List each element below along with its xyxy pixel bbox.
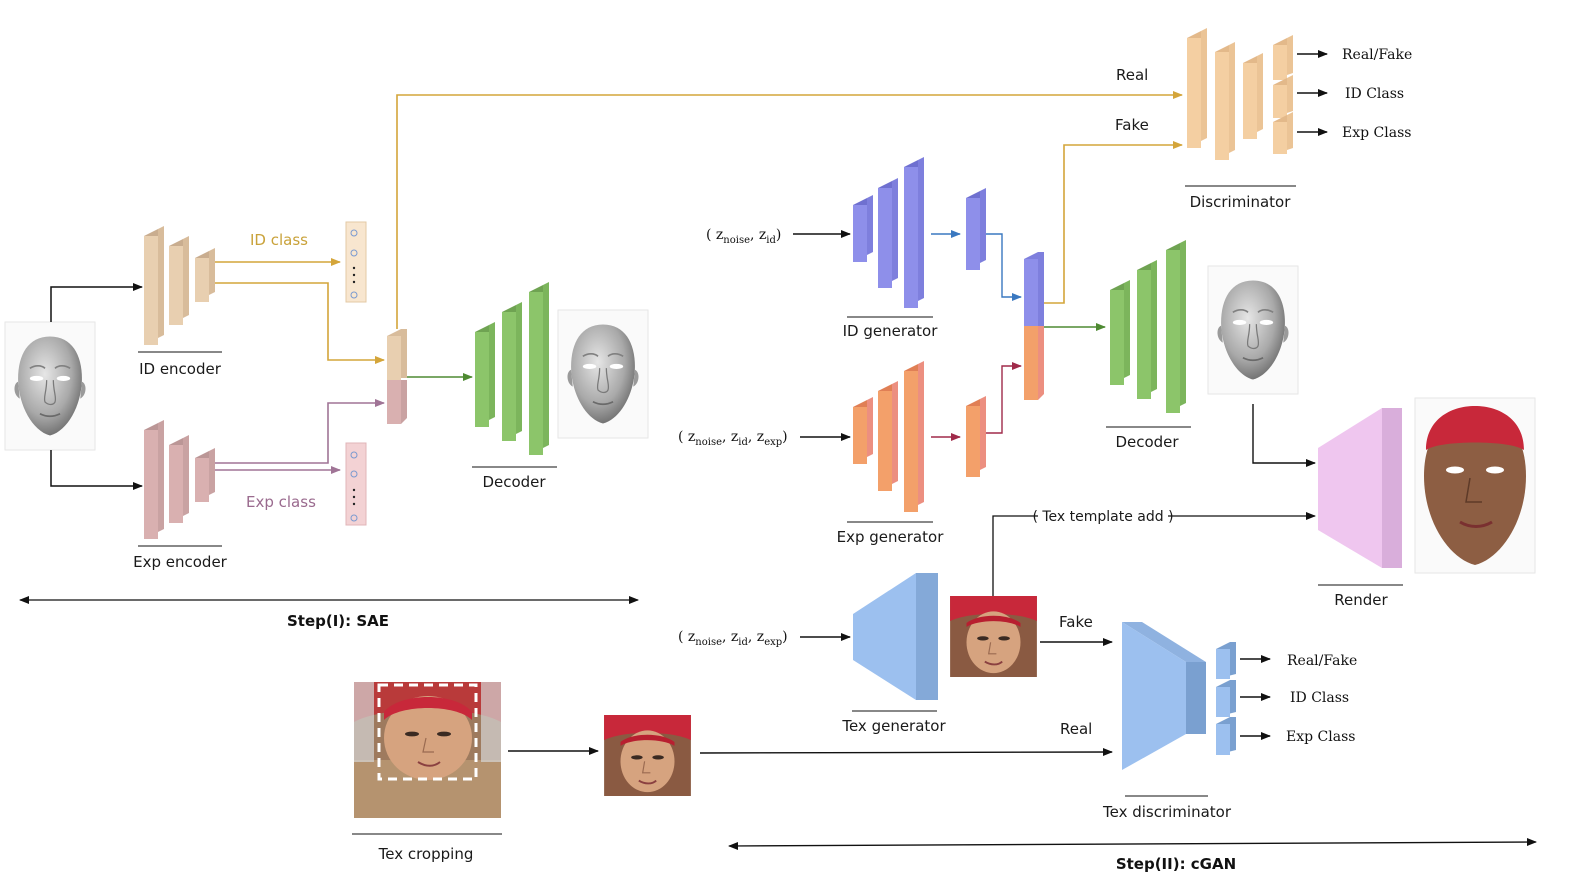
tex-cropping-label: Tex cropping <box>378 845 474 863</box>
exp-generator-block <box>853 361 924 512</box>
zexp-latent-block <box>966 396 986 477</box>
tex-template-add-label: ( Tex template add ) <box>1032 509 1173 525</box>
input-branch-arrows <box>50 283 143 490</box>
cgan-latent-block <box>1024 252 1044 400</box>
tex-generator-block <box>853 573 938 700</box>
id-encoder-label: ID encoder <box>139 360 222 378</box>
zid-to-concat-arrow <box>986 233 1022 301</box>
disc-out-exp: Exp Class <box>1342 125 1411 141</box>
exp-encoder-block <box>144 420 215 539</box>
fake-tex-label: Fake <box>1059 613 1093 631</box>
id-encoder-block <box>144 226 215 345</box>
id-generator-block <box>853 157 924 308</box>
disc-out-id: ID Class <box>1345 86 1404 102</box>
input-face-image <box>4 321 96 451</box>
sae-latent-block <box>387 329 407 424</box>
disc-out-realfake: Real/Fake <box>1342 47 1412 63</box>
discriminator-block <box>1187 28 1293 160</box>
discriminator-label: Discriminator <box>1190 193 1292 211</box>
render-block <box>1318 408 1402 568</box>
id-gen-input-label: ( znoise, zid) <box>706 227 781 246</box>
step1-label: Step(I): SAE <box>287 612 389 630</box>
zexp-to-concat-arrow <box>986 362 1022 434</box>
face-to-render-arrow <box>1252 404 1316 467</box>
tex-disc-output-blocks <box>1216 642 1236 755</box>
step2-label: Step(II): cGAN <box>1116 855 1236 873</box>
exp-generator-label: Exp generator <box>837 528 945 546</box>
exp-encoder-label: Exp encoder <box>133 553 228 571</box>
id-class-label: ID class <box>250 231 308 249</box>
reconstructed-face-image <box>557 309 649 439</box>
generated-texture-image <box>950 596 1037 677</box>
zid-latent-block <box>966 188 986 270</box>
left-decoder-label: Decoder <box>482 473 546 491</box>
tex-gen-input-label: ( znoise, zid, zexp) <box>678 629 788 648</box>
real-tex-arrow <box>699 748 1113 757</box>
id-generator-label: ID generator <box>843 322 939 340</box>
right-decoder-block <box>1110 240 1186 413</box>
encoder-output-arrows <box>215 258 385 474</box>
tex-disc-output-arrows <box>1240 655 1271 740</box>
real-tex-label: Real <box>1060 720 1092 738</box>
id-class-vector <box>345 221 367 303</box>
tex-template-line <box>992 515 1038 596</box>
left-decoder-block <box>475 282 549 455</box>
real-path-arrow <box>396 91 1183 329</box>
render-label: Render <box>1334 591 1388 609</box>
cropped-texture-image <box>604 715 691 796</box>
discriminator-output-arrows <box>1297 50 1328 136</box>
right-decoder-label: Decoder <box>1115 433 1179 451</box>
generated-face-image <box>1207 265 1299 395</box>
exp-class-label: Exp class <box>246 493 316 511</box>
tex-out-id: ID Class <box>1290 690 1349 706</box>
tex-discriminator-label: Tex discriminator <box>1102 803 1232 821</box>
tex-discriminator-block <box>1122 622 1206 770</box>
tex-out-realfake: Real/Fake <box>1287 653 1357 669</box>
textured-face-icon <box>1424 406 1526 565</box>
fake-path-arrow <box>1044 141 1183 304</box>
full-uv-texture-image <box>354 682 501 818</box>
tex-out-exp: Exp Class <box>1286 729 1355 745</box>
tex-generator-label: Tex generator <box>841 717 946 735</box>
real-top-label: Real <box>1116 66 1148 84</box>
exp-gen-input-label: ( znoise, zid, zexp) <box>678 429 788 448</box>
exp-class-vector <box>345 442 367 526</box>
fake-top-label: Fake <box>1115 116 1149 134</box>
step2-span-arrow <box>728 838 1537 850</box>
rendered-face-image <box>1414 397 1536 574</box>
